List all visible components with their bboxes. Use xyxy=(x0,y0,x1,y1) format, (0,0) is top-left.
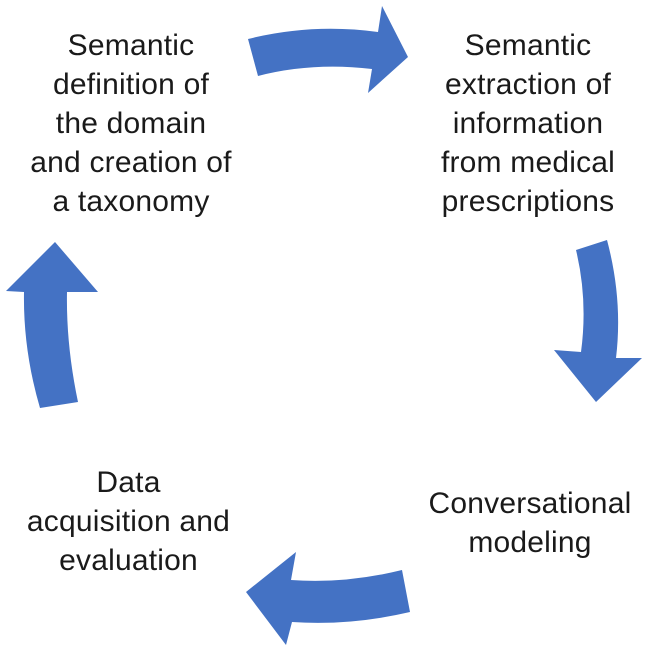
step-1-line: the domain xyxy=(55,107,207,140)
step-4-line: evaluation xyxy=(59,544,198,577)
step-2-label: Semantic extraction of information from med… xyxy=(400,26,656,221)
step-1-line: definition of xyxy=(52,68,210,101)
step-1-label: Semantic definition of the domain and creat… xyxy=(6,26,256,221)
step-4-line: Data xyxy=(96,466,161,499)
arrow-down-right xyxy=(554,240,642,402)
step-3-label: Conversational modeling xyxy=(405,484,655,562)
step-4-label: Data acquisition and evaluation xyxy=(1,463,256,580)
step-2-line: prescriptions xyxy=(441,185,615,218)
step-2-line: Semantic xyxy=(464,29,592,62)
step-2-line: extraction of xyxy=(444,68,612,101)
step-2-line: information xyxy=(452,107,604,140)
step-4-line: acquisition and xyxy=(26,505,231,538)
arrow-right-top xyxy=(248,6,408,93)
step-1-line: Semantic xyxy=(67,29,195,62)
arrow-up-left xyxy=(6,242,98,408)
arrow-left-bottom xyxy=(246,552,410,645)
step-3-line: modeling xyxy=(468,526,592,559)
step-2-line: from medical xyxy=(440,146,616,179)
step-1-line: and creation of xyxy=(30,146,232,179)
step-1-line: a taxonomy xyxy=(52,185,210,218)
step-3-line: Conversational xyxy=(428,487,632,520)
